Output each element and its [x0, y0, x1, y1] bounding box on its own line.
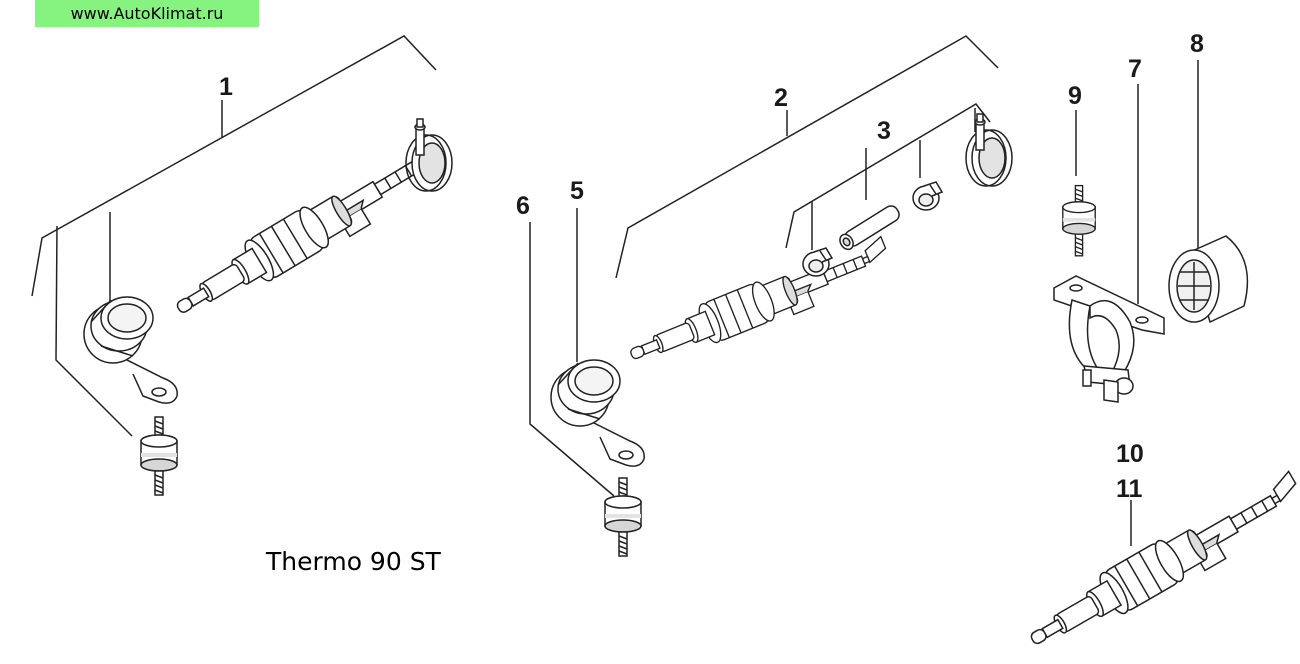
dosing-pump-icon [1020, 466, 1300, 664]
part-label-1: 1 [219, 73, 233, 101]
part-label-9: 9 [1068, 82, 1082, 110]
part-label-6: 6 [516, 192, 530, 220]
group-6-callout-line [529, 222, 615, 497]
hose-icon [839, 205, 900, 251]
rubber-mount-icon [604, 477, 642, 557]
mounting-bracket-icon [1053, 275, 1165, 403]
rubber-sleeve-icon [1168, 235, 1249, 324]
group-1-callout-lines [31, 35, 437, 437]
part-label-5: 5 [570, 177, 584, 205]
pipe-clamp-icon [550, 359, 645, 467]
nozzle-flange-icon [405, 118, 453, 192]
dosing-pump-icon [623, 231, 897, 378]
group-2-callout-lines [615, 35, 999, 279]
dosing-pump-icon [166, 130, 456, 332]
part-label-8: 8 [1190, 30, 1204, 58]
pipe-clamp-icon [83, 296, 178, 404]
part-label-11: 11 [1116, 475, 1143, 503]
part-label-2: 2 [774, 84, 788, 112]
part-label-10: 10 [1116, 440, 1144, 468]
model-caption: Thermo 90 ST [266, 547, 441, 576]
part-label-7: 7 [1128, 55, 1142, 83]
rubber-mount-icon [1062, 184, 1096, 257]
nozzle-flange-icon [965, 113, 1013, 187]
hose-clip-icon [912, 181, 943, 211]
part-label-3: 3 [877, 117, 891, 145]
rubber-mount-icon [140, 416, 178, 496]
watermark-text: www.AutoKlimat.ru [70, 4, 224, 23]
watermark-background [35, 0, 259, 27]
